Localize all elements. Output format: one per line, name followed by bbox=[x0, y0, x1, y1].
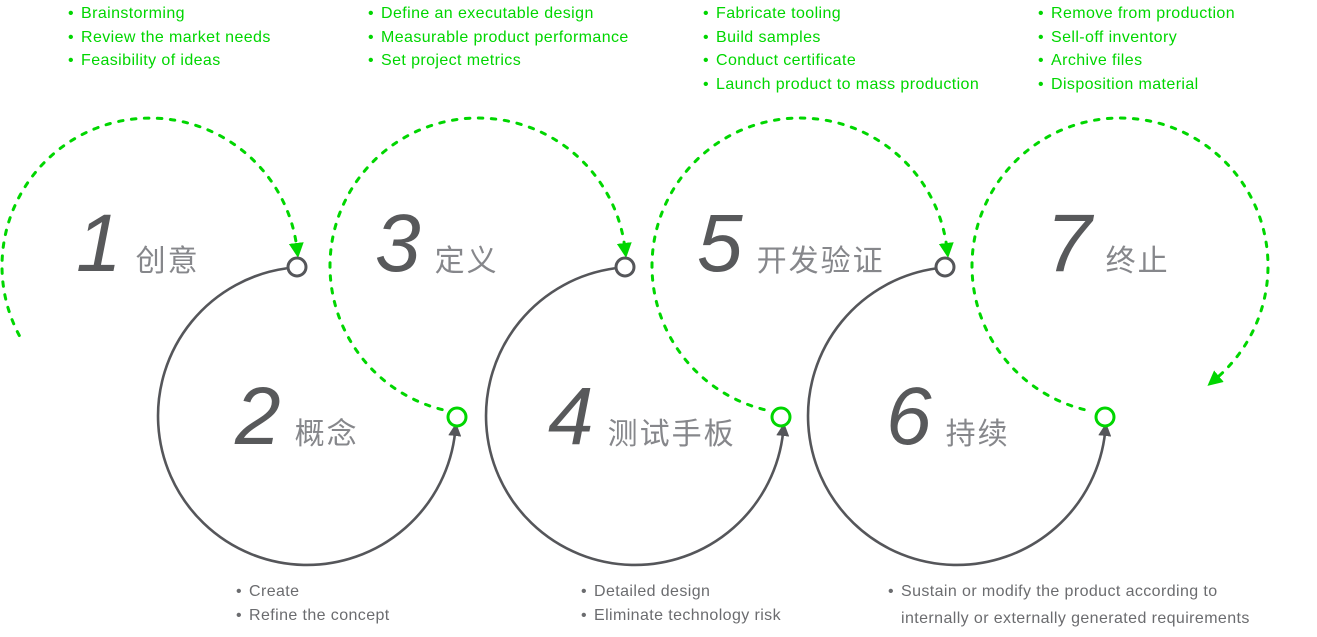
bullet-item: • Sell-off inventory bbox=[1038, 26, 1235, 50]
bullet-dot-icon: • bbox=[68, 52, 75, 69]
bullet-text: Remove from production bbox=[1051, 5, 1236, 22]
bullet-item: • Disposition material bbox=[1038, 73, 1235, 97]
bullet-dot-icon: • bbox=[581, 607, 588, 624]
bullet-dot-icon: • bbox=[236, 607, 243, 624]
bullet-dot-icon: • bbox=[581, 583, 588, 600]
bullet-dot-icon: • bbox=[1038, 52, 1045, 69]
bullet-item: • Feasibility of ideas bbox=[68, 49, 271, 73]
stage-4-solid-arc bbox=[484, 267, 790, 567]
node-stage6-to-stage7 bbox=[1094, 406, 1116, 428]
stage-3-label: 定义 bbox=[434, 245, 499, 278]
stage-7-dashed-arc bbox=[970, 116, 1270, 412]
bullet-item: • Launch product to mass production bbox=[703, 73, 979, 97]
stage-5: 5 开发验证 bbox=[697, 203, 885, 285]
stage-1-label: 创意 bbox=[135, 245, 200, 278]
bullet-text: Fabricate tooling bbox=[716, 5, 842, 22]
bullet-dot-icon: • bbox=[703, 52, 710, 69]
stage-4-number: 4 bbox=[548, 371, 594, 462]
bullet-text: Detailed design bbox=[594, 583, 711, 600]
bullet-item: • Brainstorming bbox=[68, 2, 271, 26]
bullet-text: Launch product to mass production bbox=[716, 75, 980, 93]
bullet-text: Conduct certificate bbox=[716, 52, 857, 69]
stage-6-solid-arc bbox=[806, 267, 1112, 567]
bullet-text: Feasibility of ideas bbox=[81, 52, 221, 69]
bullet-item: • Define an executable design bbox=[368, 2, 629, 26]
bullet-text: Measurable product performance bbox=[381, 28, 629, 46]
bullet-text: Define an executable design bbox=[381, 5, 594, 22]
node-stage3-to-stage4 bbox=[614, 256, 636, 278]
node-stage5-to-stage6 bbox=[934, 256, 956, 278]
stage-1-number: 1 bbox=[76, 198, 122, 289]
bullet-item: • Measurable product performance bbox=[368, 26, 629, 50]
bullet-dot-icon: • bbox=[1038, 28, 1045, 46]
bullet-dot-icon: • bbox=[1038, 75, 1045, 93]
bullet-item: • Refine the concept bbox=[236, 604, 390, 628]
node-stage1-to-stage2 bbox=[286, 256, 308, 278]
stage-1-bullet-list: •Brainstorming •Review the market needs … bbox=[68, 2, 271, 73]
stage-5-number: 5 bbox=[697, 198, 743, 289]
bullet-text: Brainstorming bbox=[81, 5, 185, 22]
stage-7-number: 7 bbox=[1046, 198, 1092, 289]
stage-5-bullet-list: • Fabricate tooling • Build samples • Condu… bbox=[703, 2, 979, 96]
stage-6-bullet-list: • Sustain or modify the product according… bbox=[888, 578, 1288, 632]
bullet-item: • Create bbox=[236, 580, 390, 604]
bullet-item: • Review the market needs bbox=[68, 26, 271, 50]
stage-3-number: 3 bbox=[375, 198, 421, 289]
bullet-dot-icon: • bbox=[368, 52, 375, 69]
bullet-dot-icon: • bbox=[236, 583, 243, 600]
bullet-dot-icon: • bbox=[68, 28, 75, 46]
bullet-dot-icon: • bbox=[888, 583, 895, 600]
bullet-text: Sell-off inventory bbox=[1051, 28, 1178, 46]
stage-6-label: 持续 bbox=[945, 418, 1010, 451]
bullet-item: • Fabricate tooling bbox=[703, 2, 979, 26]
stage-2-solid-arc bbox=[156, 267, 462, 567]
bullet-text: Eliminate technology risk bbox=[594, 607, 781, 624]
bullet-item: • Remove from production bbox=[1038, 2, 1235, 26]
bullet-text: Create bbox=[249, 583, 300, 600]
bullet-text: Archive files bbox=[1051, 52, 1143, 69]
bullet-text: Refine the concept bbox=[249, 607, 390, 624]
stage-6: 6 持续 bbox=[886, 376, 1010, 458]
stage-7-label: 终止 bbox=[1105, 245, 1170, 278]
bullet-item: • Archive files bbox=[1038, 49, 1235, 73]
bullet-text: Disposition material bbox=[1051, 75, 1199, 93]
bullet-item: • Sustain or modify the product according… bbox=[888, 578, 1288, 632]
bullet-dot-icon: • bbox=[703, 5, 710, 22]
stage-3: 3 定义 bbox=[375, 203, 499, 285]
node-stage4-to-stage5 bbox=[770, 406, 792, 428]
stage-6-number: 6 bbox=[886, 371, 932, 462]
bullet-dot-icon: • bbox=[68, 5, 75, 22]
stage-2-number: 2 bbox=[235, 371, 281, 462]
bullet-dot-icon: • bbox=[703, 28, 710, 46]
bullet-text: Build samples bbox=[716, 28, 821, 46]
stage-1-dashed-arc bbox=[0, 116, 304, 337]
stage-4-label: 测试手板 bbox=[607, 418, 736, 451]
bullet-item: • Set project metrics bbox=[368, 49, 629, 73]
stage-7: 7 终止 bbox=[1046, 203, 1170, 285]
stage-2-label: 概念 bbox=[294, 418, 359, 451]
stage-1: 1 创意 bbox=[76, 203, 200, 285]
bullet-text: Sustain or modify the product according … bbox=[901, 583, 1250, 627]
bullet-dot-icon: • bbox=[1038, 5, 1045, 22]
stage-4: 4 测试手板 bbox=[548, 376, 736, 458]
stage-3-bullet-list: • Define an executable design • Measurable… bbox=[368, 2, 629, 73]
bullet-text: Review the market needs bbox=[81, 28, 271, 46]
bullet-dot-icon: • bbox=[703, 75, 710, 93]
stage-7-bullet-list: • Remove from production • Sell-off invent… bbox=[1038, 2, 1235, 96]
bullet-dot-icon: • bbox=[368, 28, 375, 46]
bullet-dot-icon: • bbox=[368, 5, 375, 22]
bullet-item: • Build samples bbox=[703, 26, 979, 50]
bullet-item: • Conduct certificate bbox=[703, 49, 979, 73]
stage-2: 2 概念 bbox=[235, 376, 359, 458]
bullet-item: • Eliminate technology risk bbox=[581, 604, 781, 628]
bullet-item: • Detailed design bbox=[581, 580, 781, 604]
stage-5-label: 开发验证 bbox=[756, 245, 885, 278]
node-stage2-to-stage3 bbox=[446, 406, 468, 428]
bullet-text: Set project metrics bbox=[381, 52, 522, 69]
stage-2-bullet-list: • Create • Refine the concept bbox=[236, 580, 390, 628]
stage-4-bullet-list: • Detailed design • Eliminate technology r… bbox=[581, 580, 781, 628]
